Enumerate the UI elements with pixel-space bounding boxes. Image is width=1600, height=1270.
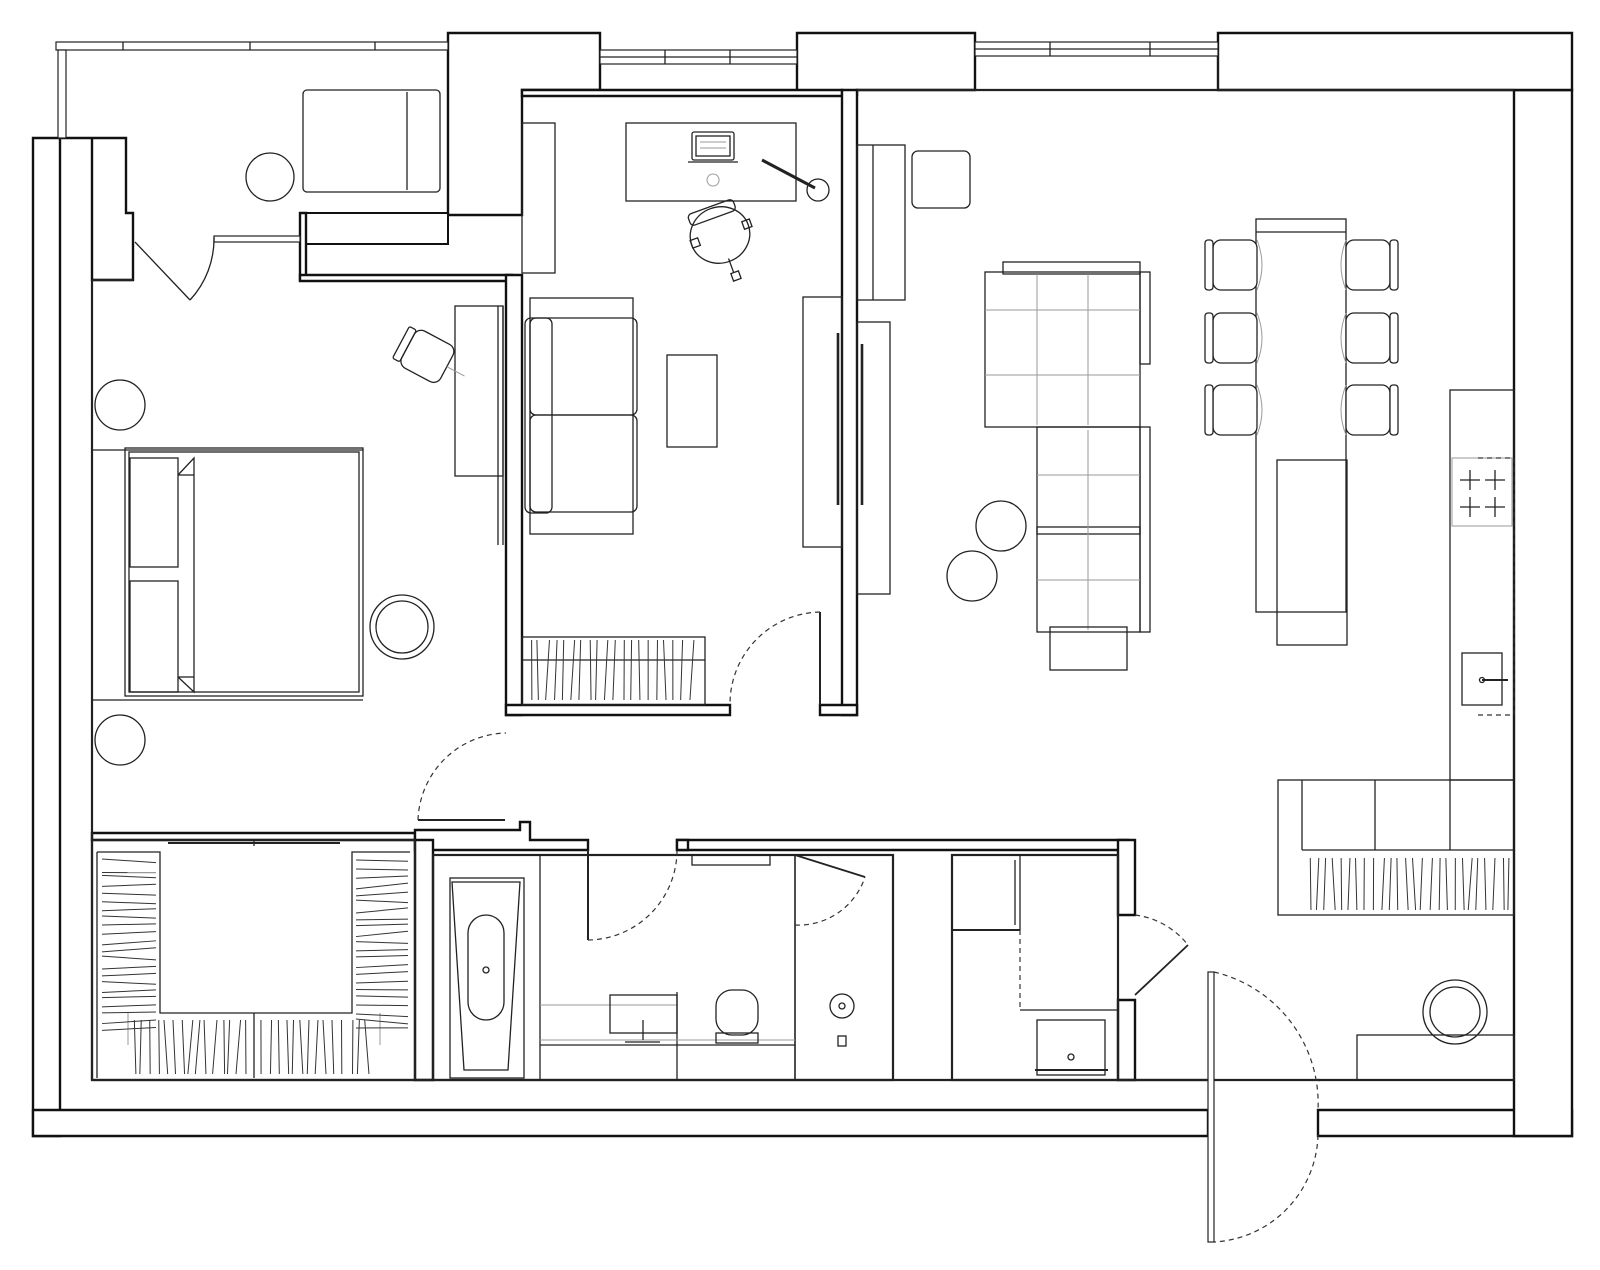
dining-chair <box>1340 312 1399 364</box>
dining-chair <box>1340 239 1399 291</box>
cooktop <box>1460 470 1505 517</box>
exterior-walls <box>31 31 1574 1138</box>
walk-in-closet <box>96 840 410 1078</box>
dining-chair <box>1204 384 1263 436</box>
balcony-furniture <box>245 89 441 202</box>
balcony-railing <box>55 41 449 139</box>
windows <box>213 41 1219 243</box>
dining-chair <box>1204 312 1263 364</box>
study-furniture <box>521 122 843 706</box>
bedroom-furniture <box>92 305 504 766</box>
dining-chair <box>1204 239 1263 291</box>
dining-chair <box>1340 384 1399 436</box>
doors <box>134 236 1319 1243</box>
laundry-fixtures <box>952 855 1118 1076</box>
bathroom-fixtures <box>449 854 855 1080</box>
living-furniture <box>856 144 1515 1081</box>
interior-walls <box>90 56 1514 1082</box>
